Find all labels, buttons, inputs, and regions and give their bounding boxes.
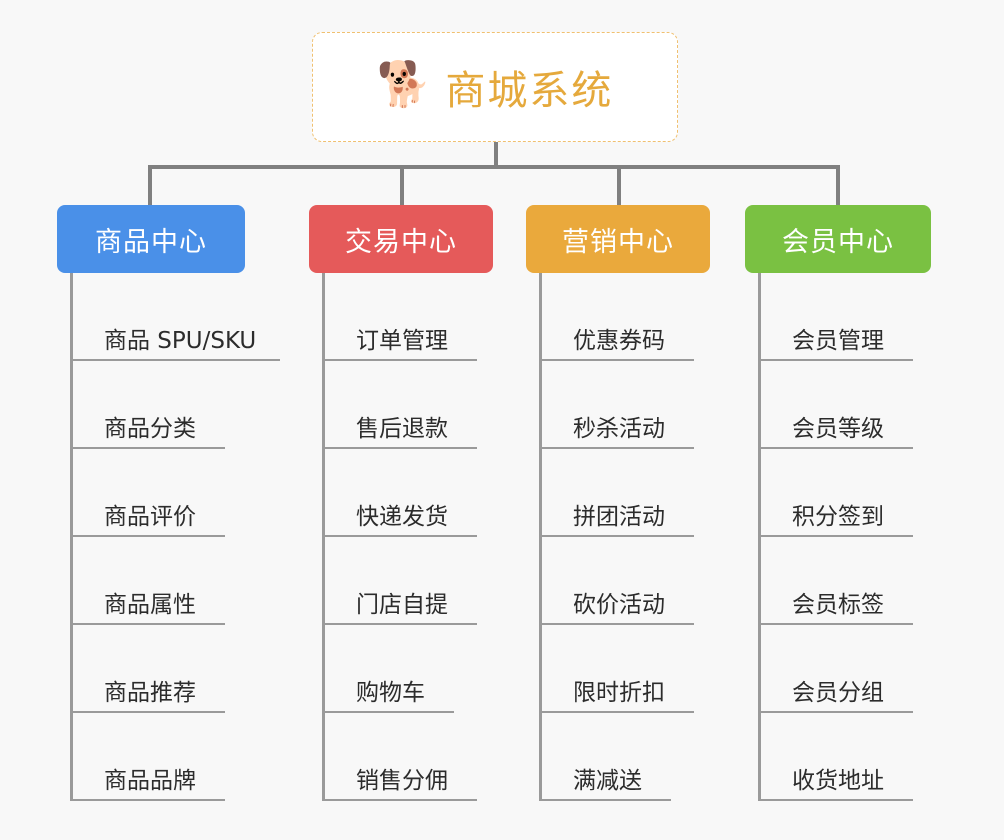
leaf-item-underline bbox=[70, 711, 225, 713]
branch-head-member-center[interactable]: 会员中心 bbox=[745, 205, 931, 273]
connector-root-stem bbox=[494, 142, 498, 167]
leaf-item-label: 砍价活动 bbox=[573, 592, 665, 618]
leaf-item[interactable]: 商品 SPU/SKU bbox=[70, 273, 280, 361]
leaf-item-underline bbox=[70, 535, 225, 537]
leaf-item[interactable]: 快递发货 bbox=[322, 449, 522, 537]
leaf-item[interactable]: 积分签到 bbox=[758, 449, 958, 537]
shiba-dog-icon: 🐕 bbox=[376, 59, 432, 110]
leaf-item-label: 限时折扣 bbox=[573, 680, 665, 706]
connector-drop-member-center bbox=[836, 165, 840, 205]
leaf-item[interactable]: 商品分类 bbox=[70, 361, 280, 449]
leaf-list-marketing-center: 优惠券码秒杀活动拼团活动砍价活动限时折扣满减送 bbox=[539, 273, 739, 801]
leaf-item[interactable]: 购物车 bbox=[322, 625, 522, 713]
leaf-item-label: 售后退款 bbox=[356, 416, 448, 442]
leaf-item[interactable]: 商品推荐 bbox=[70, 625, 280, 713]
connector-horizontal-bus bbox=[148, 165, 840, 169]
branch-trade-center: 交易中心 bbox=[309, 205, 493, 273]
leaf-item-label: 会员管理 bbox=[792, 328, 884, 354]
leaf-item[interactable]: 订单管理 bbox=[322, 273, 522, 361]
leaf-item-underline bbox=[758, 799, 913, 801]
connector-drop-marketing-center bbox=[617, 165, 621, 205]
leaf-item-label: 秒杀活动 bbox=[573, 416, 665, 442]
leaf-item-label: 销售分佣 bbox=[356, 768, 448, 794]
leaf-item-underline bbox=[758, 623, 913, 625]
leaf-item-underline bbox=[539, 447, 694, 449]
leaf-item-label: 商品属性 bbox=[104, 592, 196, 618]
leaf-item-underline bbox=[758, 535, 913, 537]
leaf-item-underline bbox=[322, 359, 477, 361]
leaf-item-underline bbox=[539, 359, 694, 361]
branch-head-product-center[interactable]: 商品中心 bbox=[57, 205, 245, 273]
branch-head-trade-center[interactable]: 交易中心 bbox=[309, 205, 493, 273]
leaf-item[interactable]: 收货地址 bbox=[758, 713, 958, 801]
leaf-item-label: 购物车 bbox=[356, 680, 425, 706]
branch-head-marketing-center[interactable]: 营销中心 bbox=[526, 205, 710, 273]
leaf-item[interactable]: 商品品牌 bbox=[70, 713, 280, 801]
branch-marketing-center: 营销中心 bbox=[526, 205, 710, 273]
connector-drop-product-center bbox=[148, 165, 152, 205]
leaf-item-underline bbox=[758, 359, 913, 361]
leaf-item-underline bbox=[70, 623, 225, 625]
leaf-item-label: 拼团活动 bbox=[573, 504, 665, 530]
leaf-list-product-center: 商品 SPU/SKU 商品分类商品评价商品属性商品推荐商品品牌 bbox=[70, 273, 280, 801]
connector-drop-trade-center bbox=[400, 165, 404, 205]
leaf-item-underline bbox=[539, 799, 671, 801]
leaf-item-label: 会员标签 bbox=[792, 592, 884, 618]
root-node[interactable]: 🐕 商城系统 bbox=[312, 32, 678, 142]
leaf-item-label: 订单管理 bbox=[356, 328, 448, 354]
leaf-item-underline bbox=[322, 799, 477, 801]
leaf-item[interactable]: 商品属性 bbox=[70, 537, 280, 625]
leaf-item[interactable]: 优惠券码 bbox=[539, 273, 739, 361]
leaf-item-underline bbox=[322, 623, 477, 625]
leaf-item-label: 商品分类 bbox=[104, 416, 196, 442]
leaf-item[interactable]: 拼团活动 bbox=[539, 449, 739, 537]
leaf-item-underline bbox=[70, 799, 225, 801]
leaf-item[interactable]: 会员管理 bbox=[758, 273, 958, 361]
leaf-item-underline bbox=[539, 711, 694, 713]
leaf-item-underline bbox=[70, 359, 280, 361]
leaf-item-underline bbox=[322, 447, 477, 449]
leaf-item[interactable]: 销售分佣 bbox=[322, 713, 522, 801]
leaf-item-underline bbox=[758, 711, 913, 713]
leaf-item-label: 收货地址 bbox=[792, 768, 884, 794]
leaf-item-label: 优惠券码 bbox=[573, 328, 665, 354]
leaf-item[interactable]: 售后退款 bbox=[322, 361, 522, 449]
leaf-item-underline bbox=[70, 447, 225, 449]
root-title: 商城系统 bbox=[445, 68, 614, 114]
leaf-item-label: 会员分组 bbox=[792, 680, 884, 706]
leaf-item-underline bbox=[322, 711, 454, 713]
leaf-item[interactable]: 门店自提 bbox=[322, 537, 522, 625]
leaf-item[interactable]: 会员分组 bbox=[758, 625, 958, 713]
branch-product-center: 商品中心 bbox=[57, 205, 245, 273]
leaf-item-label: 商品评价 bbox=[104, 504, 196, 530]
leaf-item[interactable]: 会员标签 bbox=[758, 537, 958, 625]
leaf-item-underline bbox=[539, 623, 694, 625]
leaf-item[interactable]: 商品评价 bbox=[70, 449, 280, 537]
leaf-item-label: 快递发货 bbox=[356, 504, 448, 530]
leaf-item[interactable]: 会员等级 bbox=[758, 361, 958, 449]
leaf-item-underline bbox=[758, 447, 913, 449]
leaf-item-label: 门店自提 bbox=[356, 592, 448, 618]
leaf-item[interactable]: 满减送 bbox=[539, 713, 739, 801]
leaf-list-trade-center: 订单管理售后退款快递发货门店自提购物车销售分佣 bbox=[322, 273, 522, 801]
leaf-list-member-center: 会员管理会员等级积分签到会员标签会员分组收货地址 bbox=[758, 273, 958, 801]
leaf-item-label: 满减送 bbox=[573, 768, 642, 794]
leaf-item-label: 商品推荐 bbox=[104, 680, 196, 706]
leaf-item-underline bbox=[539, 535, 694, 537]
leaf-item-label: 会员等级 bbox=[792, 416, 884, 442]
leaf-item[interactable]: 秒杀活动 bbox=[539, 361, 739, 449]
leaf-item-label: 商品 SPU/SKU bbox=[104, 328, 257, 354]
leaf-item[interactable]: 限时折扣 bbox=[539, 625, 739, 713]
leaf-item-label: 商品品牌 bbox=[104, 768, 196, 794]
leaf-item-label: 积分签到 bbox=[792, 504, 884, 530]
leaf-item-underline bbox=[322, 535, 477, 537]
branch-member-center: 会员中心 bbox=[745, 205, 931, 273]
leaf-item[interactable]: 砍价活动 bbox=[539, 537, 739, 625]
